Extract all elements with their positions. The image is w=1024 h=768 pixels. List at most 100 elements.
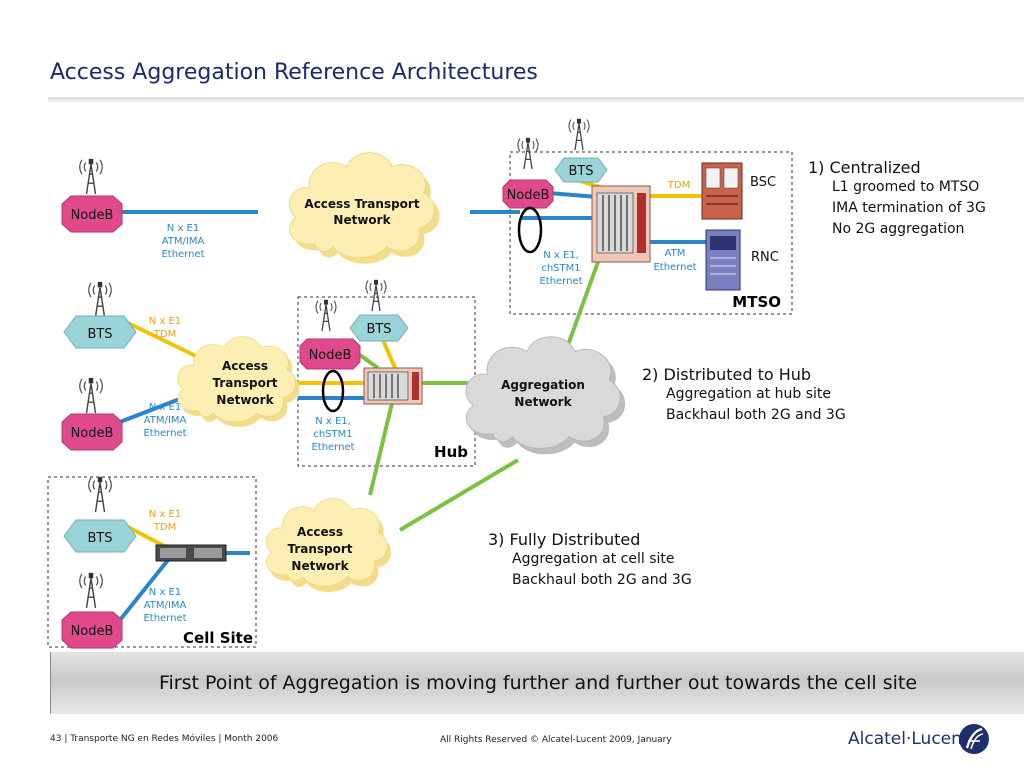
link-label-line: ATM/IMA — [162, 236, 205, 247]
architecture-title: 3) Fully Distributed — [488, 530, 641, 549]
bts-label: BTS — [87, 327, 112, 342]
link-label-mtso: N x E1, chSTM1 Ethernet — [539, 250, 582, 287]
rnc-server-icon — [705, 229, 741, 291]
link-label-tdm: TDM — [667, 180, 690, 191]
architecture-detail: IMA termination of 3G — [832, 200, 986, 216]
link-label-line: Ethernet — [539, 276, 582, 287]
architecture-detail: No 2G aggregation — [832, 221, 965, 237]
company-logo-text: Alcatel·Lucent — [848, 729, 969, 749]
link-cell-nodeb — [118, 558, 170, 622]
site-label-mtso: MTSO — [732, 293, 781, 311]
link-label-line: N x E1, — [543, 250, 579, 261]
link-label-line: Ethernet — [311, 442, 354, 453]
nodeb-mid: NodeB — [61, 413, 123, 451]
bts-label: BTS — [568, 164, 593, 179]
site-label-hub: Hub — [434, 443, 468, 461]
bts-mtso: BTS — [554, 157, 608, 183]
link-mtso-nodeb — [547, 191, 599, 199]
link-mid-bts-to-cloud — [127, 321, 201, 360]
access-transport-cloud-top: Access Transport Network — [288, 151, 440, 264]
antenna-icon — [78, 572, 104, 609]
link-hub-to-bottom-cloud — [368, 402, 394, 496]
site-label-cell-site: Cell Site — [183, 629, 253, 647]
architecture-title: 2) Distributed to Hub — [642, 365, 812, 384]
link-label-line: ATM/IMA — [144, 600, 187, 611]
antenna-icon — [78, 377, 104, 414]
link-label-line: Ethernet — [653, 262, 696, 273]
footer-copyright: All Rights Reserved © Alcatel-Lucent 200… — [440, 735, 672, 745]
hub-aggregation-switch — [363, 367, 423, 405]
bts-cell: BTS — [63, 519, 137, 553]
architecture-detail: Aggregation at cell site — [512, 551, 675, 567]
architecture-centralized: 1) Centralized L1 groomed to MTSO IMA te… — [808, 158, 986, 240]
cloud-label-line: Transport — [212, 376, 277, 390]
architecture-title: 1) Centralized — [808, 158, 921, 177]
bsc-server-icon — [701, 162, 743, 220]
antenna-icon — [517, 137, 539, 170]
cell-site-aggregation-device — [155, 544, 227, 562]
link-label-mid-bts: N x E1 TDM — [149, 316, 181, 340]
link-label-line: Ethernet — [143, 613, 186, 624]
link-label-top: N x E1 ATM/IMA Ethernet — [161, 223, 204, 260]
cell-site-box — [47, 476, 257, 648]
link-label-line: chSTM1 — [313, 429, 352, 440]
cloud-label-line: Network — [333, 213, 391, 227]
link-label-line: chSTM1 — [541, 263, 580, 274]
bsc-label: BSC — [750, 175, 776, 190]
architecture-detail: L1 groomed to MTSO — [832, 179, 980, 195]
nodeb-top: NodeB — [61, 195, 123, 233]
cloud-label-line: Access Transport — [304, 197, 419, 211]
architecture-detail: Backhaul both 2G and 3G — [512, 572, 692, 588]
cloud-label-line: Access — [297, 525, 343, 539]
link-label-atm-ethernet: ATM Ethernet — [653, 248, 696, 273]
key-message-banner: First Point of Aggregation is moving fur… — [50, 652, 1024, 714]
link-label-line: N x E1 — [149, 402, 181, 413]
link-label-line: N x E1 — [149, 509, 181, 520]
link-label-line: ATM/IMA — [144, 415, 187, 426]
cloud-label-line: Aggregation — [501, 378, 585, 392]
link-label-line: Ethernet — [161, 249, 204, 260]
cloud-label-line: Access — [222, 359, 268, 373]
footer-page-info: 43 | Transporte NG en Redes Móviles | Mo… — [50, 734, 279, 744]
antenna-icon — [78, 158, 104, 195]
architecture-distributed-to-hub: 2) Distributed to Hub Aggregation at hub… — [642, 365, 846, 426]
link-label-line: N x E1 — [167, 223, 199, 234]
link-label-line: N x E1, — [315, 416, 351, 427]
aggregation-point-marker — [517, 206, 543, 254]
banner-text: First Point of Aggregation is moving fur… — [158, 672, 918, 694]
antenna-icon — [568, 118, 590, 151]
access-transport-cloud-mid: Access Transport Network — [177, 335, 300, 427]
architecture-detail: Backhaul both 2G and 3G — [666, 407, 846, 423]
bts-label: BTS — [366, 322, 391, 337]
nodeb-hub: NodeB — [299, 338, 361, 370]
link-label-cell-nodeb: N x E1 ATM/IMA Ethernet — [143, 587, 186, 624]
link-label-line: N x E1 — [149, 587, 181, 598]
link-mtso-to-aggregation — [566, 261, 600, 346]
nodeb-label: NodeB — [507, 188, 550, 203]
nodeb-label: NodeB — [309, 348, 352, 363]
bts-mid: BTS — [63, 315, 137, 349]
link-cell-cloud-to-aggregation — [398, 458, 520, 532]
nodeb-mtso: NodeB — [502, 179, 554, 209]
antenna-icon — [315, 299, 337, 332]
cloud-label-line: Network — [514, 395, 572, 409]
mtso-aggregation-switch — [591, 185, 651, 263]
antenna-icon — [87, 281, 113, 318]
title-divider — [48, 97, 1024, 102]
bts-hub: BTS — [349, 314, 409, 342]
link-label-line: ATM — [665, 248, 686, 259]
access-transport-cloud-bottom: Access Transport Network — [265, 497, 392, 593]
architecture-fully-distributed: 3) Fully Distributed Aggregation at cell… — [488, 530, 692, 591]
link-label-mid-nodeb: N x E1 ATM/IMA Ethernet — [143, 402, 186, 439]
nodeb-cell: NodeB — [61, 611, 123, 649]
rnc-label: RNC — [751, 250, 779, 265]
slide-title: Access Aggregation Reference Architectur… — [50, 60, 538, 85]
antenna-icon — [87, 476, 113, 513]
cloud-label-line: Transport — [287, 542, 352, 556]
link-label-line: TDM — [153, 522, 176, 533]
cloud-label-line: Network — [216, 393, 274, 407]
nodeb-label: NodeB — [71, 624, 114, 639]
bts-label: BTS — [87, 531, 112, 546]
aggregation-point-marker — [321, 369, 345, 413]
